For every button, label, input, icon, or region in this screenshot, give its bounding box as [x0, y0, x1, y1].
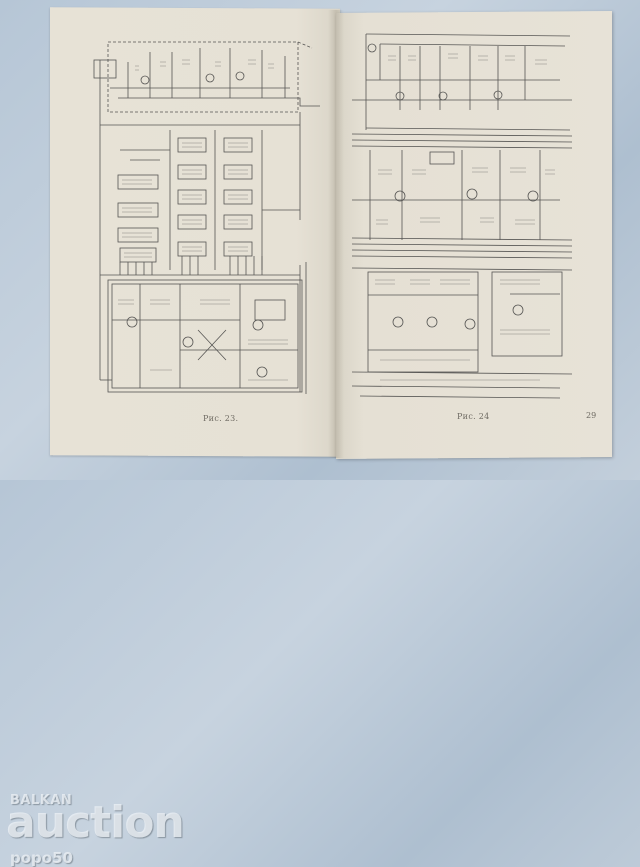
- right-figure-caption: Рис. 24: [457, 412, 490, 421]
- watermark-site-main: auction: [6, 797, 185, 848]
- left-circuit-schematic: [93, 41, 320, 394]
- right-circuit-schematic: [351, 33, 573, 399]
- open-book: Рис. 23. Рис. 24 29 BALKAN auction popo5…: [6, 7, 612, 867]
- page-number: 29: [586, 411, 597, 420]
- left-figure-caption: Рис. 23.: [203, 414, 239, 423]
- watermark-user: popo50: [10, 849, 73, 867]
- book-spine: [328, 10, 344, 458]
